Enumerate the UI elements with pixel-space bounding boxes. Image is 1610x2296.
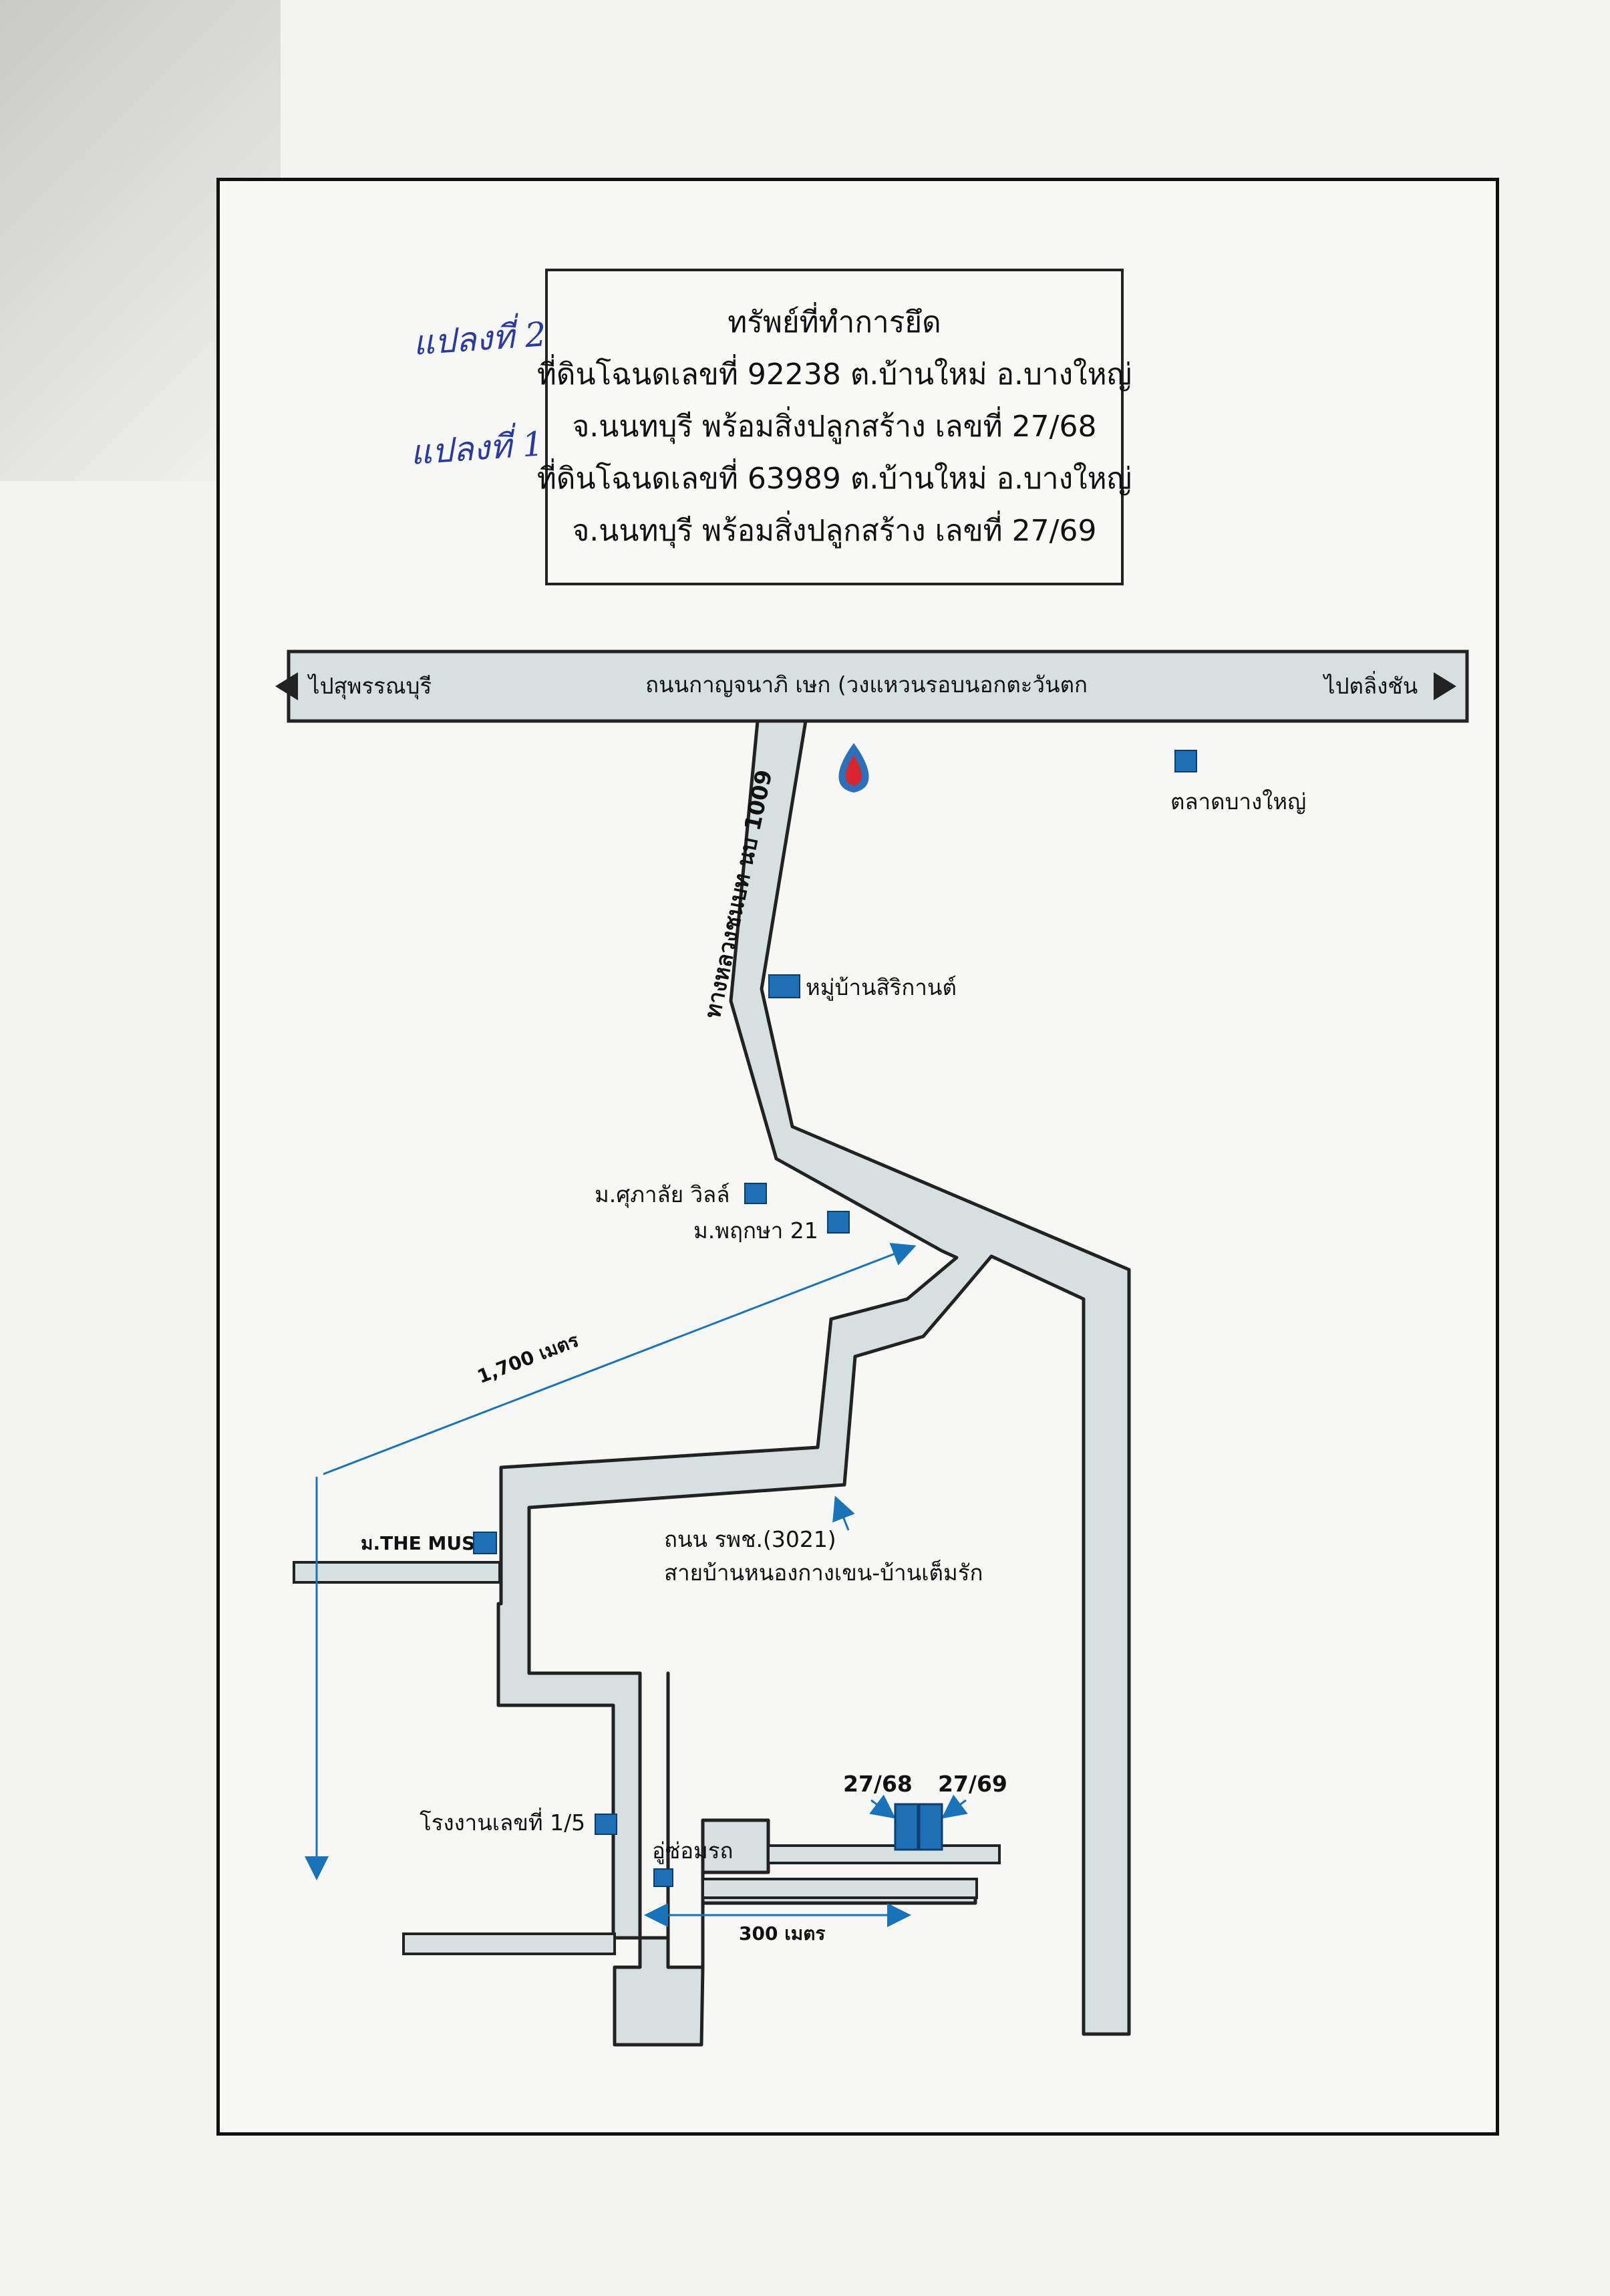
- arrow-left-icon: [275, 672, 298, 700]
- property-lane-upper: [767, 1844, 1001, 1864]
- property-2769-pointer: [941, 1794, 968, 1819]
- direction-talingchan-label: ไปตลิ่งชัน: [1324, 673, 1418, 699]
- village-pruksa-marker: [827, 1211, 850, 1234]
- bottom-left-road: [402, 1932, 616, 1955]
- deed-line-4: จ.นนทบุรี พร้อมสิ่งปลูกสร้าง เลขที่ 27/6…: [572, 514, 1097, 548]
- deed-line-1: ที่ดินโฉนดเลขที่ 92238 ต.บ้านใหม่ อ.บางใ…: [536, 357, 1132, 392]
- direction-suphanburi-label: ไปสุพรรณบุรี: [309, 673, 432, 699]
- garage-label: อู่ซ่อมรถ: [652, 1838, 734, 1864]
- village-muse-label: ม.THE MUSE: [361, 1532, 488, 1554]
- main-road-name-label: ถนนกาญจนาภิ เษก (วงแหวนรอบนอกตะวันตก: [645, 672, 1088, 698]
- side-road-name-label: ถนน รพช.(3021): [664, 1526, 836, 1552]
- gas-station-icon: [838, 743, 869, 793]
- village-sirikan-label: หมู่บ้านสิริกานต์: [806, 974, 957, 1000]
- village-supalai-marker: [744, 1183, 767, 1204]
- village-muse-marker: [473, 1532, 497, 1554]
- market-label: ตลาดบางใหญ่: [1170, 788, 1307, 815]
- muse-branch-road: [293, 1561, 501, 1584]
- village-supalai-label: ม.ศุภาลัย วิลล์: [595, 1181, 730, 1207]
- property-lane-lower: [701, 1878, 978, 1899]
- property-27-69-label: 27/69: [938, 1771, 1007, 1797]
- deed-line-2: จ.นนทบุรี พร้อมสิ่งปลูกสร้าง เลขที่ 27/6…: [572, 410, 1097, 444]
- deed-line-3: ที่ดินโฉนดเลขที่ 63989 ต.บ้านใหม่ อ.บางใ…: [536, 462, 1132, 496]
- distance-300m-label: 300 เมตร: [739, 1922, 826, 1945]
- factory-marker: [595, 1814, 617, 1835]
- market-marker: [1174, 750, 1197, 772]
- seized-property-box: ทรัพย์ที่ทำการยึด ที่ดินโฉนดเลขที่ 92238…: [537, 269, 1132, 585]
- garage-marker: [653, 1868, 673, 1887]
- property-building-27-68: [894, 1803, 919, 1851]
- village-pruksa-label: ม.พฤกษา 21: [693, 1217, 818, 1244]
- factory-label: โรงงานเลขที่ 1/5: [420, 1810, 586, 1836]
- seized-property-title: ทรัพย์ที่ทำการยึด: [728, 305, 941, 339]
- side-road-route-label: สายบ้านหนองกางเขน-บ้านเต็มรัก: [664, 1560, 983, 1586]
- village-sirikan-marker: [768, 974, 800, 998]
- property-27-68-label: 27/68: [843, 1771, 913, 1797]
- secondary-road: [496, 719, 1131, 2047]
- side-road-pointer-arrow: [832, 1495, 855, 1531]
- property-building-27-69: [918, 1803, 943, 1851]
- distance-1700m-arrow: [305, 1242, 917, 1880]
- main-road: [287, 650, 1469, 723]
- arrow-right-icon: [1434, 672, 1456, 700]
- property-2768-pointer: [869, 1794, 896, 1819]
